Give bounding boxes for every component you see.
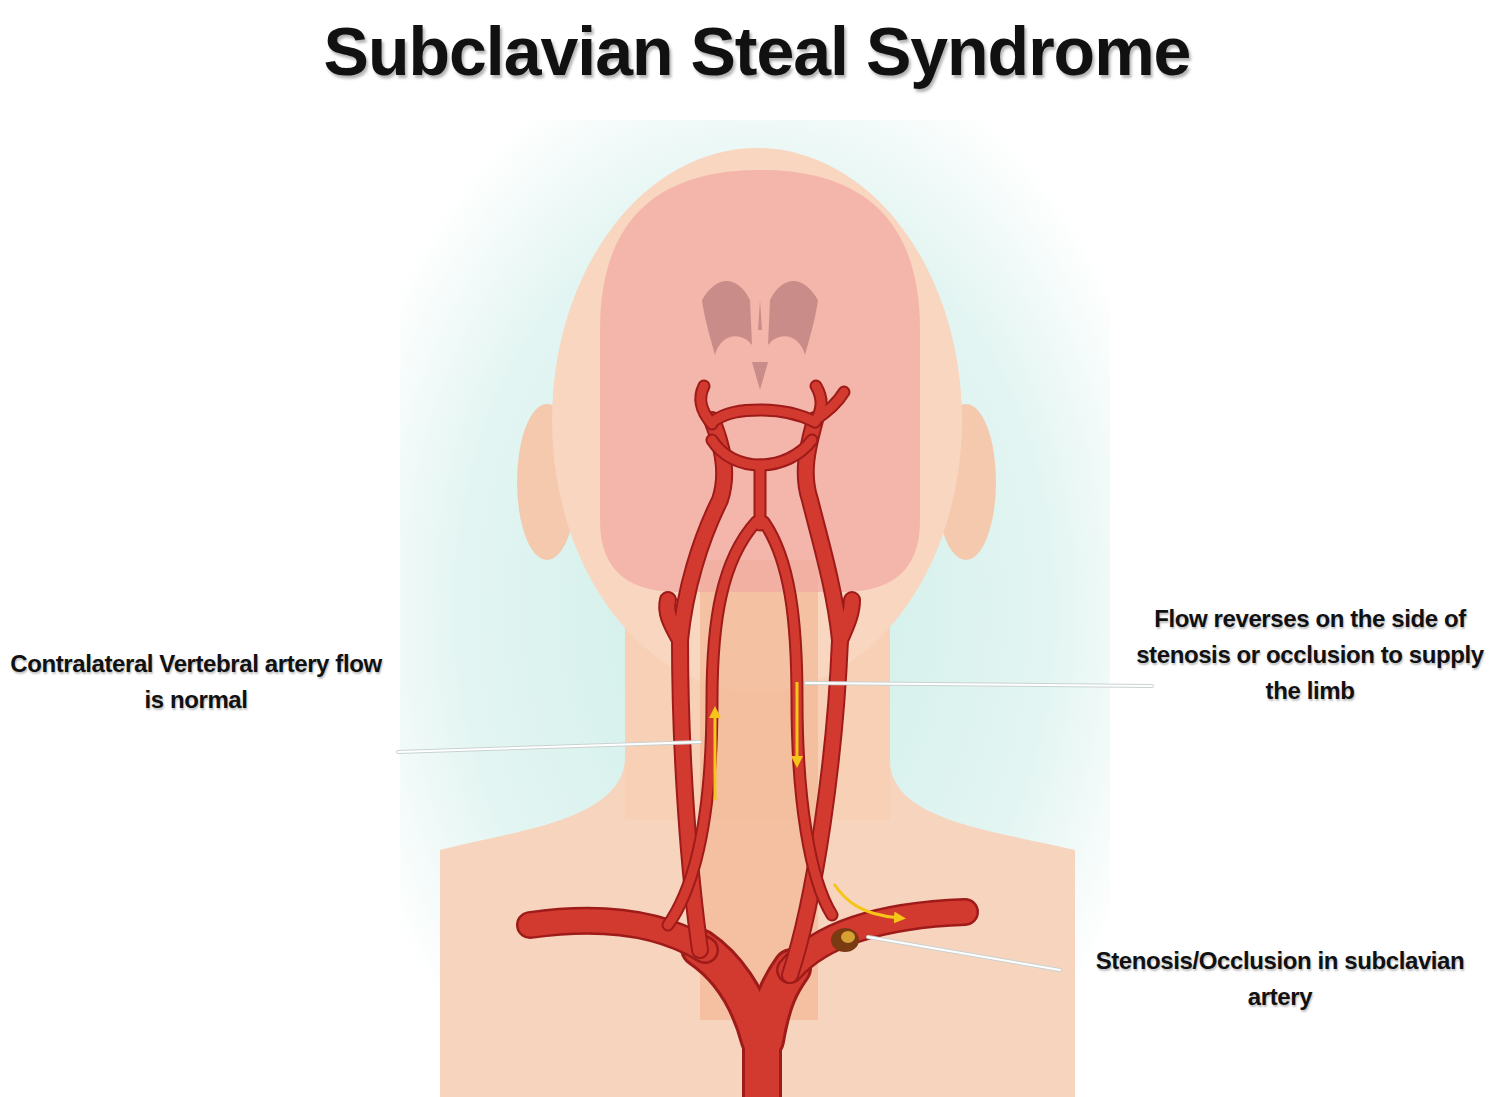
diagram-title: Subclavian Steal Syndrome: [324, 12, 1191, 90]
callout-label: Stenosis/Occlusion in subclavian artery: [1070, 943, 1490, 1015]
callout-label: Contralateral Vertebral artery flow is n…: [6, 646, 386, 718]
callout-label: Flow reverses on the side of stenosis or…: [1127, 601, 1493, 709]
